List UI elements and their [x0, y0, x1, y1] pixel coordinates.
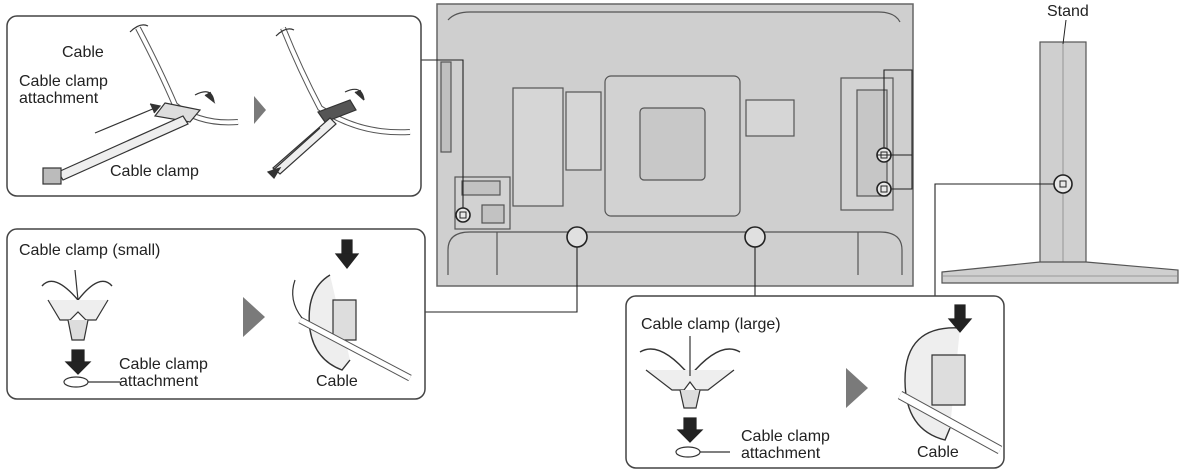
panel2-attachment-label: Cable clamp attachment	[119, 356, 208, 390]
large-clamp-illustration	[639, 304, 1003, 458]
cable-clamp-insertion-illustration	[42, 24, 411, 185]
panel2-cable-label: Cable	[316, 373, 358, 390]
panel2-clamp-small-label: Cable clamp (small)	[19, 242, 161, 259]
step-arrow-2	[243, 297, 265, 337]
step-arrow-1	[254, 96, 266, 124]
stand-label: Stand	[1047, 3, 1089, 20]
step-arrow-3	[846, 368, 868, 408]
leader-lines	[421, 59, 1054, 313]
panel3-clamp-large-label: Cable clamp (large)	[641, 316, 781, 333]
panel1-attachment-label: Cable clamp attachment	[19, 73, 108, 107]
panel3-attachment-label: Cable clamp attachment	[741, 428, 830, 462]
panel1-cable-label: Cable	[62, 44, 104, 61]
tv-rear-view	[436, 3, 914, 287]
panel1-clamp-label: Cable clamp	[110, 163, 199, 180]
panel3-cable-label: Cable	[917, 444, 959, 461]
small-clamp-illustration	[41, 239, 412, 388]
stand-illustration	[941, 19, 1179, 284]
panel-cable-clamp-small	[6, 228, 426, 400]
panel-cable-clamp-large	[625, 295, 1005, 469]
